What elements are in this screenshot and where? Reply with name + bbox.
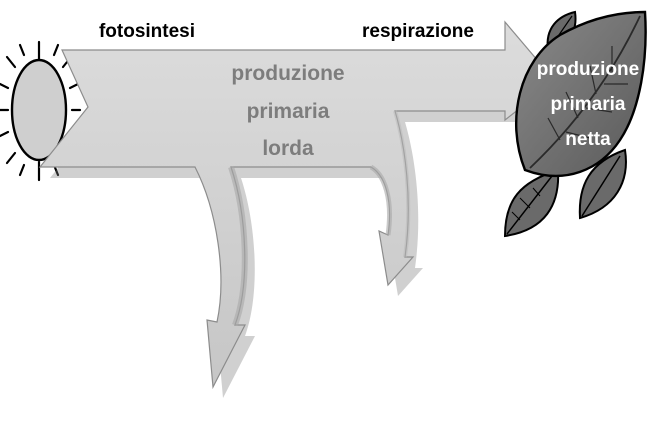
gross-production-label-line2: primaria — [247, 100, 330, 123]
photosynthesis-label: fotosintesi — [99, 21, 195, 42]
leaf-icon — [503, 10, 647, 238]
gross-production-label-line3: lorda — [262, 137, 314, 160]
net-production-label-line1: produzione — [537, 59, 639, 80]
net-production-label-line3: netta — [565, 129, 611, 150]
gross-production-label-line1: produzione — [231, 62, 344, 85]
net-production-label-line2: primaria — [551, 94, 626, 115]
gross-production-arrow — [38, 20, 556, 390]
respiration-label: respirazione — [362, 21, 474, 42]
